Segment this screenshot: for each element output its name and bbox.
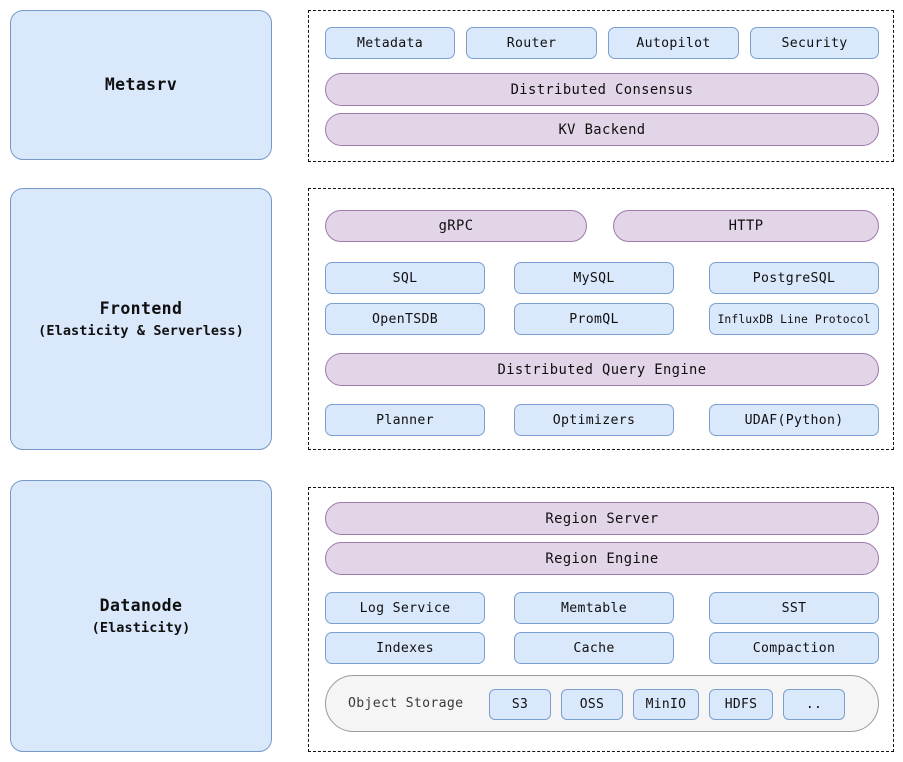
role-panel-datanode[interactable]: Datanode (Elasticity) <box>10 480 272 752</box>
role-subtitle-frontend: (Elasticity & Serverless) <box>38 323 244 340</box>
role-title-frontend: Frontend <box>99 298 183 318</box>
node-autopilot[interactable]: Autopilot <box>608 27 739 59</box>
group-datanode-components: Region Server Region Engine Log Service … <box>308 487 894 752</box>
role-title-metasrv: Metasrv <box>104 74 178 94</box>
group-metasrv-components: Metadata Router Autopilot Security Distr… <box>308 10 894 162</box>
node-http[interactable]: HTTP <box>613 210 879 242</box>
role-title-datanode: Datanode <box>99 595 183 615</box>
node-promql[interactable]: PromQL <box>514 303 674 335</box>
node-optimizers[interactable]: Optimizers <box>514 404 674 436</box>
node-indexes[interactable]: Indexes <box>325 632 485 664</box>
node-cache[interactable]: Cache <box>514 632 674 664</box>
node-s3[interactable]: S3 <box>489 689 551 720</box>
role-panel-metasrv[interactable]: Metasrv <box>10 10 272 160</box>
group-frontend-components: gRPC HTTP SQL MySQL PostgreSQL OpenTSDB … <box>308 188 894 450</box>
node-postgresql[interactable]: PostgreSQL <box>709 262 879 294</box>
node-minio[interactable]: MinIO <box>633 689 699 720</box>
node-grpc[interactable]: gRPC <box>325 210 587 242</box>
node-oss[interactable]: OSS <box>561 689 623 720</box>
node-hdfs[interactable]: HDFS <box>709 689 773 720</box>
node-more-storage[interactable]: .. <box>783 689 845 720</box>
node-distributed-query-engine[interactable]: Distributed Query Engine <box>325 353 879 386</box>
node-router[interactable]: Router <box>466 27 597 59</box>
node-region-server[interactable]: Region Server <box>325 502 879 535</box>
node-object-storage-container: Object Storage S3 OSS MinIO HDFS .. <box>325 675 879 732</box>
node-sst[interactable]: SST <box>709 592 879 624</box>
role-subtitle-datanode: (Elasticity) <box>91 620 191 637</box>
role-panel-frontend[interactable]: Frontend (Elasticity & Serverless) <box>10 188 272 450</box>
node-memtable[interactable]: Memtable <box>514 592 674 624</box>
node-sql[interactable]: SQL <box>325 262 485 294</box>
node-log-service[interactable]: Log Service <box>325 592 485 624</box>
node-influxdb-line-protocol[interactable]: InfluxDB Line Protocol <box>709 303 879 335</box>
object-storage-label: Object Storage <box>348 696 464 711</box>
node-udaf-python[interactable]: UDAF(Python) <box>709 404 879 436</box>
node-compaction[interactable]: Compaction <box>709 632 879 664</box>
node-planner[interactable]: Planner <box>325 404 485 436</box>
node-metadata[interactable]: Metadata <box>325 27 455 59</box>
node-region-engine[interactable]: Region Engine <box>325 542 879 575</box>
node-security[interactable]: Security <box>750 27 879 59</box>
node-distributed-consensus[interactable]: Distributed Consensus <box>325 73 879 106</box>
node-kv-backend[interactable]: KV Backend <box>325 113 879 146</box>
node-opentsdb[interactable]: OpenTSDB <box>325 303 485 335</box>
node-mysql[interactable]: MySQL <box>514 262 674 294</box>
